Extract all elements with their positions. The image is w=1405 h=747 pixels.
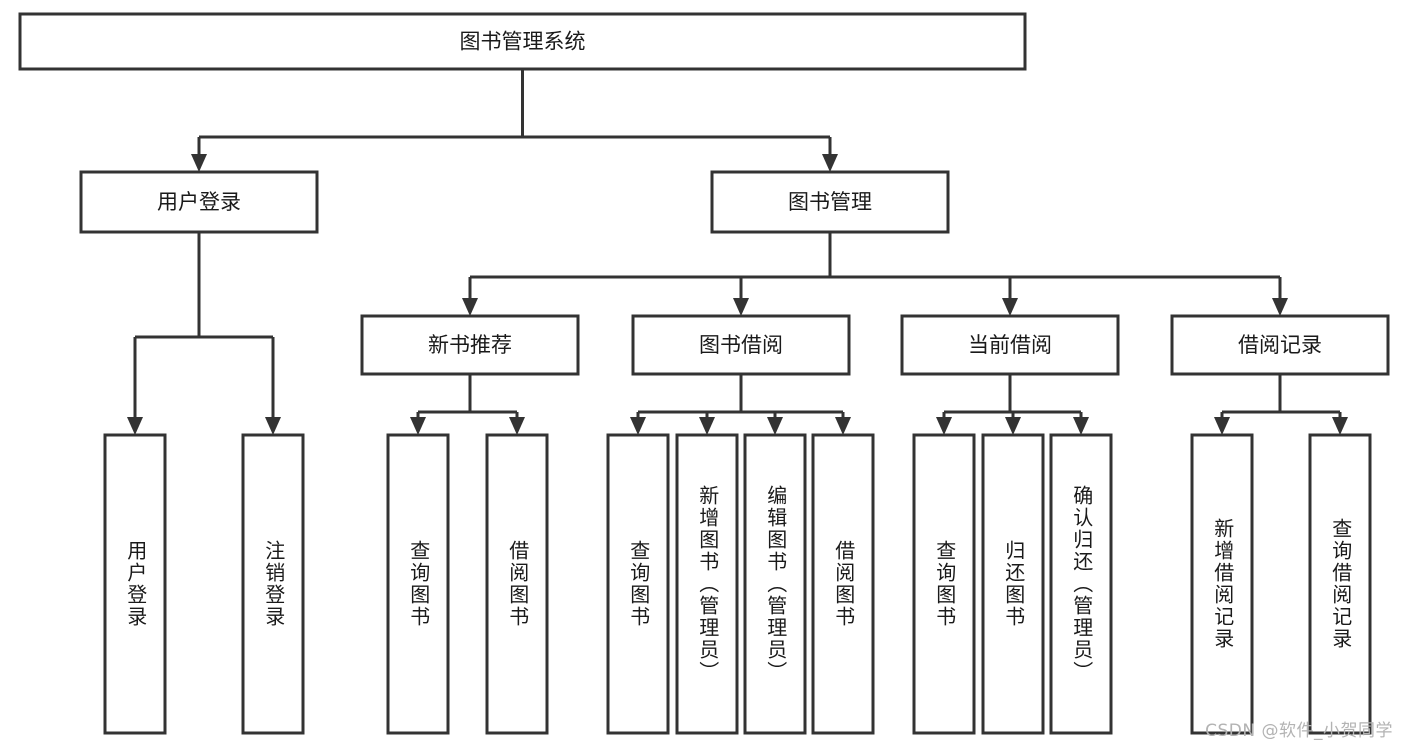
node-root-box[interactable] [18,12,1027,71]
node-leaf-box-leaf-user-login[interactable] [103,433,167,735]
node-leaf-box-leaf-return-book[interactable] [981,433,1045,735]
node-leaf-box-leaf-borrow-book-2[interactable] [811,433,875,735]
node-level3-box-l3-current-borrow[interactable] [900,314,1120,376]
arrow-head-icon [462,298,478,316]
arrow-head-icon [410,417,426,435]
node-leaf-box-leaf-query-book-3[interactable] [912,433,976,735]
node-leaf-box-leaf-query-record[interactable] [1308,433,1372,735]
arrow-head-icon [1005,417,1021,435]
csdn-watermark: CSDN @软件_小贺同学 [1205,721,1393,741]
node-leaf-box-leaf-edit-book[interactable] [743,433,807,735]
node-leaf-box-leaf-query-book-1[interactable] [386,433,450,735]
arrow-head-icon [265,417,281,435]
arrow-head-icon [822,154,838,172]
arrow-head-icon [509,417,525,435]
arrow-head-icon [1214,417,1230,435]
node-level3-label-l3-current-borrow: 当前借阅 [968,333,1052,357]
node-level2-box-l2-book-manage[interactable] [710,170,950,234]
node-level3-box-l3-new-book-rec[interactable] [360,314,580,376]
arrow-head-icon [127,417,143,435]
node-level2-box-l2-user-login[interactable] [79,170,319,234]
node-level3-label-l3-new-book-rec: 新书推荐 [428,333,512,357]
node-leaf-box-leaf-query-book-2[interactable] [606,433,670,735]
node-level3-label-l3-borrow-record: 借阅记录 [1238,333,1322,357]
node-leaf-box-leaf-borrow-book-1[interactable] [485,433,549,735]
node-level2-label-l2-book-manage: 图书管理 [788,190,872,214]
node-level2-label-l2-user-login: 用户登录 [157,190,241,214]
arrow-head-icon [699,417,715,435]
node-root-label: 图书管理系统 [460,30,586,54]
arrow-head-icon [733,298,749,316]
arrow-head-icon [1272,298,1288,316]
arrow-head-icon [191,154,207,172]
node-leaf-box-leaf-logout[interactable] [241,433,305,735]
arrow-head-icon [630,417,646,435]
arrow-head-icon [1073,417,1089,435]
node-leaf-box-leaf-add-book[interactable] [675,433,739,735]
arrow-head-icon [1002,298,1018,316]
arrow-head-icon [1332,417,1348,435]
connector-layer [127,69,1348,435]
node-level3-box-l3-borrow-record[interactable] [1170,314,1390,376]
node-box-layer [18,12,1390,735]
arrow-head-icon [835,417,851,435]
node-leaf-box-leaf-confirm-return[interactable] [1049,433,1113,735]
arrow-head-icon [767,417,783,435]
node-level3-box-l3-book-borrow[interactable] [631,314,851,376]
arrow-head-icon [936,417,952,435]
node-level3-label-l3-book-borrow: 图书借阅 [699,333,783,357]
node-leaf-box-leaf-add-record[interactable] [1190,433,1254,735]
